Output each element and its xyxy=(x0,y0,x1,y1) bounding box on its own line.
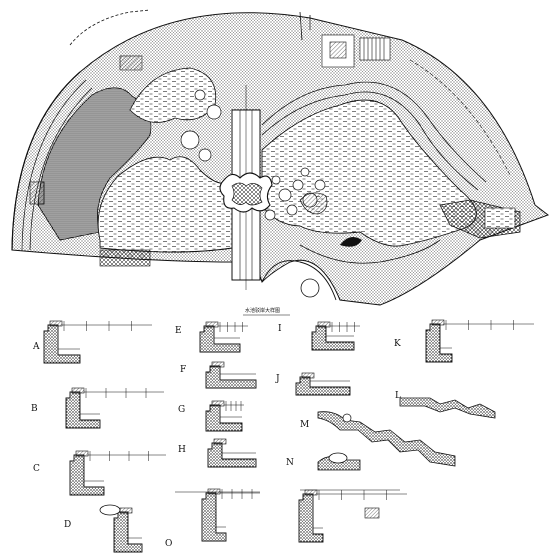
section-label-j: J xyxy=(276,374,280,384)
section-m-slope xyxy=(317,411,456,467)
section-j-coping xyxy=(301,372,315,379)
section-a-wall xyxy=(43,324,81,364)
section-o2-coping xyxy=(304,489,318,496)
section-k-coping xyxy=(431,319,445,326)
section-d-rock xyxy=(99,504,121,516)
section-a-coping xyxy=(49,320,63,327)
section-label-g: G xyxy=(178,405,186,415)
section-i-wall xyxy=(311,325,355,351)
section-label-k: K xyxy=(394,339,401,349)
section-label-o: O xyxy=(165,539,173,549)
section-label-m: M xyxy=(300,420,310,430)
section-label-d: D xyxy=(64,520,72,530)
section-k-wall xyxy=(425,323,453,363)
section-label-b: B xyxy=(31,404,38,414)
section-b-wall xyxy=(65,391,101,429)
section-label-h: H xyxy=(178,445,186,455)
section-n-boulder xyxy=(328,452,348,464)
section-o-coping xyxy=(207,488,221,495)
section-e-coping xyxy=(205,321,219,328)
section-o-wall xyxy=(201,492,227,542)
section-c-coping xyxy=(75,450,89,457)
section-m-rock xyxy=(342,413,352,423)
section-l-bank xyxy=(399,397,496,419)
section-i-coping xyxy=(317,321,331,328)
drawing-title: 水池驳岸大样图 xyxy=(245,308,281,314)
section-label-l: L xyxy=(395,391,401,401)
section-o2-post xyxy=(364,507,380,519)
section-f-coping xyxy=(211,361,225,368)
section-label-i: I xyxy=(278,324,282,334)
section-d-wall xyxy=(113,511,143,553)
section-label-e: E xyxy=(175,326,182,336)
section-g-wall xyxy=(205,404,243,432)
section-b-coping xyxy=(71,387,85,394)
section-label-a: A xyxy=(33,342,40,352)
section-h-wall xyxy=(207,442,257,468)
section-f-wall xyxy=(205,365,257,389)
section-label-f: F xyxy=(180,365,187,375)
section-h-coping xyxy=(213,438,227,445)
section-label-n: N xyxy=(286,458,294,468)
section-c-wall xyxy=(69,454,105,496)
section-g-coping xyxy=(211,400,225,407)
section-label-c: C xyxy=(33,464,40,474)
section-e-wall xyxy=(199,325,241,353)
section-d-coping xyxy=(119,507,133,514)
section-j-wall xyxy=(295,376,351,396)
section-o2-wall xyxy=(298,493,324,543)
